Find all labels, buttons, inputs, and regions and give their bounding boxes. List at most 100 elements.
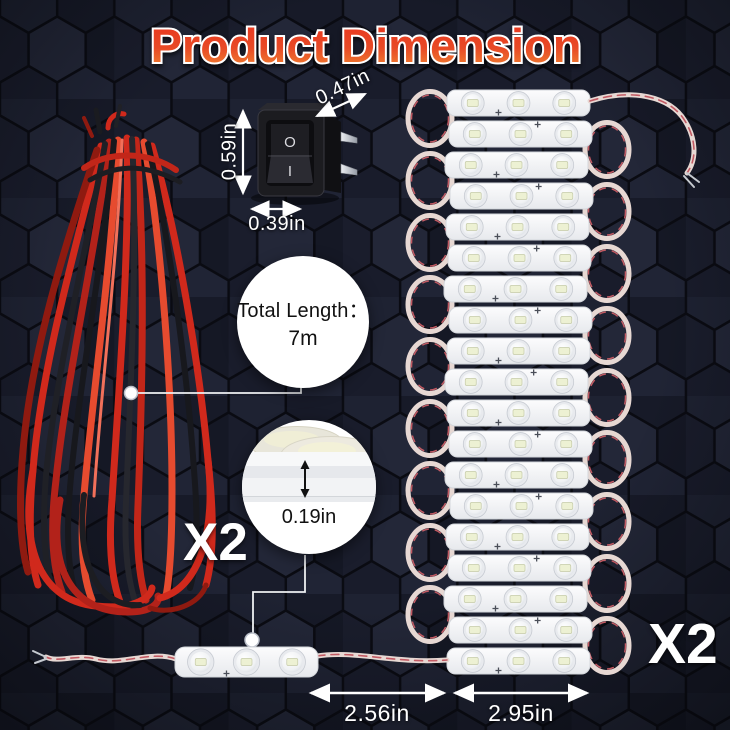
led-chip-icon <box>558 409 571 417</box>
switch-pin-icon <box>340 163 358 176</box>
screw-cross-icon <box>495 109 502 116</box>
screw-cross-icon <box>535 493 542 500</box>
screw-cross-icon <box>223 670 230 677</box>
top-right-power-wire <box>587 92 700 188</box>
led-chip-icon <box>513 254 526 262</box>
screw-cross-icon <box>494 543 501 550</box>
led-module-stack <box>443 89 594 675</box>
led-chip-icon <box>510 471 523 479</box>
switch-height-label: 0.59in <box>218 122 241 181</box>
switch-pin-icon <box>340 131 358 144</box>
led-chip-icon <box>512 409 525 417</box>
screw-cross-icon <box>533 245 540 252</box>
thickness-arrow-icon <box>300 460 310 498</box>
bottom-module-wires <box>32 650 450 664</box>
led-chip-icon <box>468 626 481 634</box>
led-chip-icon <box>556 378 569 386</box>
total-length-callout: Total Length： 7m <box>237 256 369 388</box>
wire-span-label: 2.56in <box>344 700 410 726</box>
module-length-label: 2.95in <box>488 700 554 726</box>
bare-wire-tips-icon <box>32 650 47 664</box>
wire-quantity-label: X2 <box>183 513 248 572</box>
led-chip-icon <box>560 316 573 324</box>
led-chip-icon <box>466 657 479 665</box>
led-chip-icon <box>467 254 480 262</box>
wire-coil <box>17 104 216 616</box>
led-chip-icon <box>561 192 574 200</box>
led-chip-icon <box>557 223 570 231</box>
screw-cross-icon <box>534 307 541 314</box>
switch-off-mark: O <box>284 134 296 151</box>
screw-cross-icon <box>493 481 500 488</box>
screw-cross-icon <box>495 667 502 674</box>
led-chip-icon <box>515 192 528 200</box>
screw-cross-icon <box>533 555 540 562</box>
screw-cross-icon <box>494 233 501 240</box>
module-quantity-label: X2 <box>648 612 718 676</box>
led-chip-icon <box>510 378 523 386</box>
module-thickness-label: 0.19in <box>281 506 337 528</box>
led-chip-icon <box>509 595 522 603</box>
led-chip-icon <box>512 347 525 355</box>
led-chip-icon <box>194 658 207 666</box>
led-chip-icon <box>557 533 570 541</box>
module-side-profile <box>242 452 376 466</box>
page-title: Product Dimension <box>151 19 582 72</box>
led-chip-icon <box>558 99 571 107</box>
led-chip-icon <box>561 502 574 510</box>
screw-cross-icon <box>534 431 541 438</box>
led-chip-icon <box>469 192 482 200</box>
led-chip-icon <box>509 285 522 293</box>
switch-top-width-arrow-icon <box>315 93 367 117</box>
led-chip-icon <box>514 316 527 324</box>
led-chip-icon <box>465 223 478 231</box>
led-chip-icon <box>286 658 299 666</box>
led-chip-icon <box>468 130 481 138</box>
screw-cross-icon <box>535 183 542 190</box>
module-side-profile <box>242 496 376 502</box>
screw-cross-icon <box>493 171 500 178</box>
screw-cross-icon <box>495 357 502 364</box>
led-chip-icon <box>555 595 568 603</box>
led-chip-icon <box>560 130 573 138</box>
led-chip-icon <box>515 502 528 510</box>
led-chip-icon <box>463 285 476 293</box>
wire-marker-dot <box>123 385 139 401</box>
leader-line-thickness <box>252 555 306 633</box>
led-chip-icon <box>514 440 527 448</box>
led-chip-icon <box>556 471 569 479</box>
led-chip-icon <box>466 409 479 417</box>
led-chip-icon <box>465 533 478 541</box>
module-side-profile <box>242 466 376 478</box>
led-chip-icon <box>511 223 524 231</box>
screw-cross-icon <box>534 617 541 624</box>
led-chip-icon <box>514 626 527 634</box>
total-length-value: 7m <box>288 326 318 350</box>
switch-on-mark: I <box>288 163 292 180</box>
led-chip-icon <box>240 658 253 666</box>
led-chip-icon <box>510 161 523 169</box>
led-chip-icon <box>559 254 572 262</box>
led-chip-icon <box>560 626 573 634</box>
led-chip-icon <box>558 347 571 355</box>
screw-cross-icon <box>534 121 541 128</box>
bottom-led-module <box>174 646 319 678</box>
led-chip-icon <box>556 161 569 169</box>
led-chip-icon <box>464 378 477 386</box>
led-chip-icon <box>463 595 476 603</box>
led-chip-icon <box>464 161 477 169</box>
led-chip-icon <box>559 564 572 572</box>
led-chip-icon <box>466 99 479 107</box>
led-chip-icon <box>512 99 525 107</box>
module-thickness-callout: 0.19in <box>242 420 376 554</box>
module-side-profile <box>242 478 376 496</box>
module-marker-dot <box>244 632 260 648</box>
led-stack-wire-loops <box>405 89 632 675</box>
led-chip-icon <box>555 285 568 293</box>
led-chip-icon <box>469 502 482 510</box>
led-chip-icon <box>468 316 481 324</box>
led-chip-icon <box>511 533 524 541</box>
rocker-switch: O I <box>251 103 358 205</box>
switch-front-width-label: 0.39in <box>248 213 306 235</box>
led-chip-icon <box>514 130 527 138</box>
